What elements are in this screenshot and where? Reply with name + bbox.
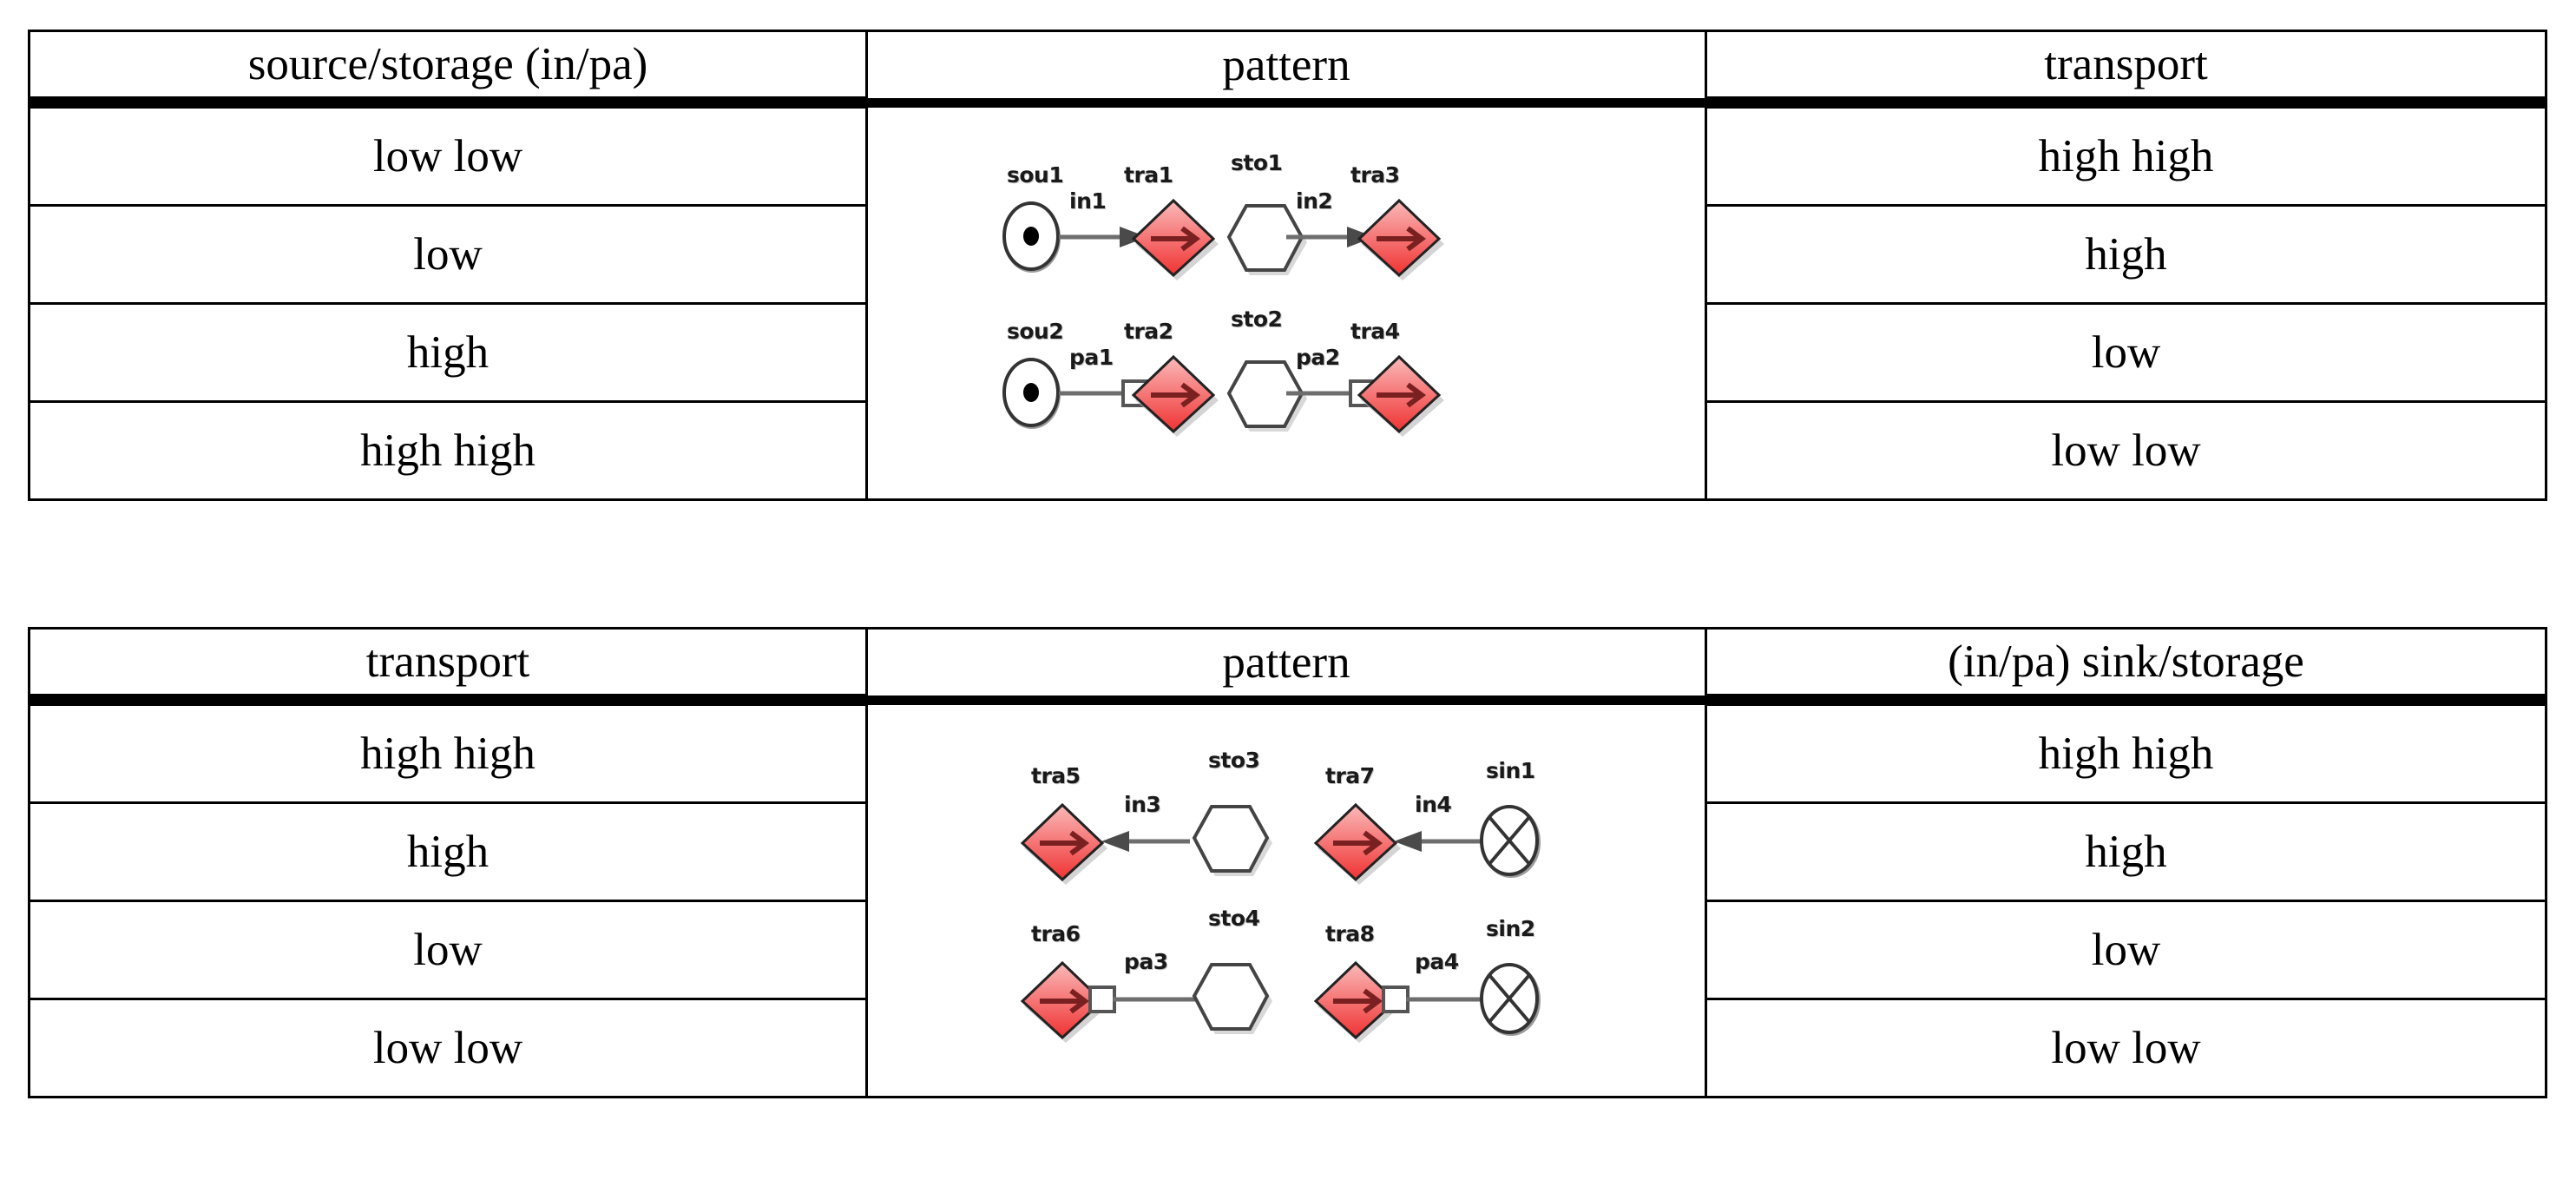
- column-header-transport: transport: [1705, 30, 2547, 109]
- port-connector-left-icon-pa3: [1088, 985, 1198, 1013]
- node-label-tra2: tra2: [1124, 318, 1173, 344]
- cell-transport-high: high: [1705, 204, 2547, 305]
- transport-node-tra4: [1354, 352, 1446, 437]
- table-transport-sink-storage: transport pattern (in/pa) sink/storage h…: [28, 627, 2547, 1098]
- sink-icon: [1480, 962, 1541, 1036]
- cell-sink-storage-high-high: high high: [1705, 698, 2547, 804]
- node-label-tra5: tra5: [1031, 762, 1081, 788]
- cell-sink-storage-low: low: [1705, 900, 2547, 1000]
- transport-node-tra5: [1017, 800, 1109, 885]
- table-header-row: transport pattern (in/pa) sink/storage: [28, 627, 2547, 706]
- arrow-left-icon-in4: [1394, 830, 1482, 852]
- table-row: high high: [28, 801, 2547, 902]
- sink-node-sin2: [1475, 959, 1545, 1038]
- transport-node-tra8: [1311, 958, 1403, 1043]
- cell-source-storage-low: low: [28, 204, 868, 305]
- source-node-sou2: [1000, 355, 1066, 430]
- cell-transport-high-high: high high: [28, 698, 868, 804]
- source-icon: [1002, 357, 1061, 429]
- cell-transport-high-high: high high: [1705, 101, 2547, 207]
- column-header-source-storage: source/storage (in/pa): [28, 30, 868, 109]
- transport-node-tra6: [1017, 958, 1109, 1043]
- cell-sink-storage-low-low: low low: [1705, 998, 2547, 1098]
- node-label-tra4: tra4: [1350, 318, 1400, 344]
- cell-transport-high: high: [28, 801, 868, 902]
- table-row: low low sou1 tra1 sto1 tra3 in1 in2: [28, 101, 2547, 501]
- cell-sink-storage-high: high: [1705, 801, 2547, 902]
- transport-node-tra3: [1354, 195, 1446, 280]
- edge-label-pa3: pa3: [1124, 948, 1168, 974]
- cell-source-storage-low-low: low low: [28, 101, 868, 207]
- storage-icon: [1192, 804, 1272, 876]
- edge-label-in2: in2: [1296, 188, 1333, 214]
- node-label-sin2: sin2: [1486, 915, 1535, 941]
- node-label-sou1: sou1: [1007, 162, 1064, 188]
- table-row: high high low low: [28, 400, 2547, 501]
- cell-pattern-diagram-one: sou1 tra1 sto1 tra3 in1 in2: [865, 101, 1707, 501]
- storage-node-sto4: [1191, 958, 1274, 1038]
- transport-icon: [1313, 960, 1401, 1043]
- table-row: high high tra5 sto3 tra7 sin1 in3 in4: [28, 698, 2547, 1098]
- table-source-storage-transport: source/storage (in/pa) pattern transport…: [28, 30, 2547, 501]
- table-row: low low low low: [28, 998, 2547, 1098]
- table-row: low low: [28, 900, 2547, 1000]
- port-connector-left-icon-pa4: [1382, 985, 1487, 1013]
- transport-icon: [1131, 354, 1219, 437]
- transport-icon: [1357, 354, 1444, 437]
- column-header-pattern: pattern: [865, 30, 1707, 108]
- edge-label-in4: in4: [1415, 791, 1452, 817]
- storage-icon: [1192, 962, 1272, 1034]
- edge-label-pa1: pa1: [1069, 344, 1114, 370]
- node-label-tra1: tra1: [1124, 162, 1173, 188]
- edge-label-pa2: pa2: [1296, 344, 1340, 370]
- storage-icon: [1226, 359, 1307, 432]
- column-header-transport: transport: [28, 627, 868, 706]
- storage-node-sto3: [1191, 800, 1274, 880]
- node-label-sin1: sin1: [1486, 757, 1535, 783]
- node-label-tra6: tra6: [1031, 920, 1081, 946]
- transport-node-tra7: [1311, 800, 1403, 885]
- source-node-sou1: [1000, 199, 1066, 274]
- cell-transport-low: low: [28, 900, 868, 1000]
- storage-node-sto2: [1226, 355, 1309, 435]
- transport-icon: [1131, 198, 1219, 280]
- table-row: low high: [28, 204, 2547, 305]
- storage-icon: [1226, 203, 1307, 275]
- node-label-sto4: sto4: [1208, 905, 1260, 931]
- table-header-row: source/storage (in/pa) pattern transport: [28, 30, 2547, 109]
- node-label-tra3: tra3: [1350, 162, 1400, 188]
- arrow-left-icon-in3: [1101, 830, 1190, 852]
- node-label-sou2: sou2: [1007, 318, 1064, 344]
- edge-label-pa4: pa4: [1415, 948, 1459, 974]
- cell-transport-low-low: low low: [1705, 400, 2547, 501]
- cell-source-storage-high: high: [28, 302, 868, 403]
- cell-pattern-diagram-two: tra5 sto3 tra7 sin1 in3 in4: [865, 698, 1707, 1098]
- cell-transport-low-low: low low: [28, 998, 868, 1098]
- pattern-diagram-two: tra5 sto3 tra7 sin1 in3 in4: [868, 709, 1707, 1091]
- storage-node-sto1: [1226, 199, 1309, 279]
- node-label-tra8: tra8: [1325, 920, 1375, 946]
- edge-label-in3: in3: [1124, 791, 1161, 817]
- table-row: high low: [28, 302, 2547, 403]
- transport-icon: [1020, 802, 1107, 885]
- node-label-tra7: tra7: [1325, 762, 1375, 788]
- pattern-diagram-one: sou1 tra1 sto1 tra3 in1 in2: [868, 112, 1707, 494]
- transport-icon: [1313, 802, 1401, 885]
- cell-source-storage-high-high: high high: [28, 400, 868, 501]
- edge-label-in1: in1: [1069, 188, 1107, 214]
- node-label-sto2: sto2: [1231, 306, 1283, 332]
- column-header-pattern: pattern: [865, 627, 1707, 705]
- node-label-sto3: sto3: [1208, 747, 1260, 773]
- transport-node-tra1: [1128, 195, 1220, 280]
- column-header-sink-storage: (in/pa) sink/storage: [1705, 627, 2547, 706]
- transport-node-tra2: [1128, 352, 1220, 437]
- cell-transport-low: low: [1705, 302, 2547, 403]
- node-label-sto1: sto1: [1231, 149, 1283, 175]
- source-icon: [1002, 201, 1061, 273]
- sink-node-sin1: [1475, 801, 1545, 880]
- transport-icon: [1020, 960, 1107, 1043]
- sink-icon: [1480, 804, 1541, 878]
- transport-icon: [1357, 198, 1444, 280]
